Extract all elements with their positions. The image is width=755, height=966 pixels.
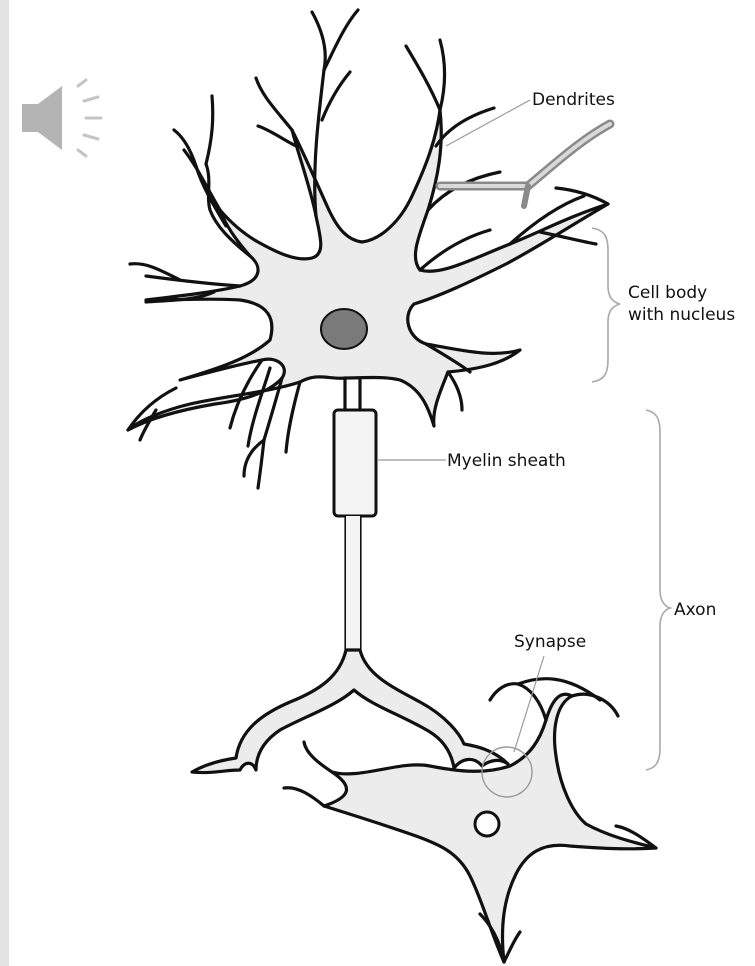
label-myelin-sheath: Myelin sheath (447, 451, 566, 471)
postsynaptic-nucleus (475, 812, 499, 836)
postsynaptic-neuron (284, 679, 656, 962)
label-synapse: Synapse (514, 632, 586, 652)
nucleus (321, 309, 367, 349)
presynaptic-neuron (128, 10, 608, 773)
label-with-nucleus: with nucleus (628, 305, 735, 325)
speaker-icon[interactable] (22, 80, 101, 156)
input-axon-branch (524, 186, 528, 206)
myelin-sheath (334, 410, 376, 516)
label-cell-body: Cell body (628, 283, 707, 303)
label-dendrites: Dendrites (532, 90, 615, 110)
axon-terminals (192, 650, 508, 773)
input-axon-core (440, 124, 610, 186)
axon-brace (646, 410, 670, 770)
cell-body-brace (592, 228, 620, 382)
left-border-strip (0, 0, 9, 966)
axon-fill (346, 516, 360, 650)
input-axon-terminal (440, 124, 610, 186)
cell-body-shape (128, 110, 608, 430)
label-axon: Axon (674, 600, 716, 620)
